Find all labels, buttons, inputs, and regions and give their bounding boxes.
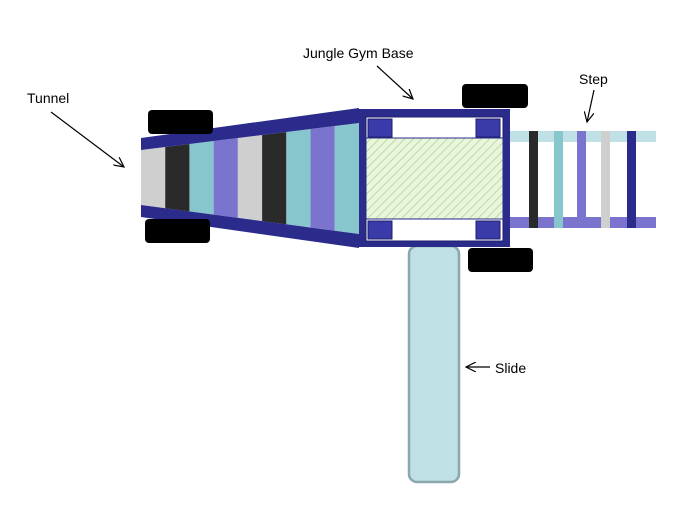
tunnel-stripe [262, 132, 287, 225]
label-step: Step [579, 71, 608, 87]
label-jungle-gym-base: Jungle Gym Base [303, 45, 414, 61]
tunnel-stripe [334, 123, 359, 234]
step-rung [529, 131, 538, 228]
jungle-gym-base [359, 109, 510, 247]
label-tunnel: Tunnel [27, 90, 69, 106]
step-rung [627, 131, 636, 228]
wheel-tunnel-top [148, 110, 213, 134]
tunnel [141, 108, 359, 248]
tunnel-stripe [237, 135, 263, 222]
tunnel-stripe [213, 138, 238, 218]
tunnel-stripe [189, 141, 214, 215]
label-slide: Slide [495, 360, 526, 376]
step-rung [554, 131, 563, 228]
tunnel-stripes [141, 123, 359, 234]
arrow-tunnel [50, 111, 124, 167]
base-post-bottom-right [475, 220, 501, 240]
tunnel-stripe [310, 126, 335, 231]
base-post-bottom-left [367, 220, 393, 240]
tunnel-stripe [286, 129, 311, 228]
arrow-jungle-gym-base [376, 65, 413, 99]
tunnel-stripe [141, 147, 166, 209]
tunnel-bottom-edge [141, 205, 359, 248]
arrow-step [587, 89, 595, 122]
step-rungs [529, 131, 636, 228]
slide [407, 244, 461, 484]
step-rung [601, 131, 610, 228]
wheel-base-top [462, 84, 528, 108]
base-post-top-right [475, 118, 501, 138]
wheel-base-bottom [468, 248, 533, 272]
step-rung [577, 131, 586, 228]
wheel-tunnel-bottom [145, 219, 210, 243]
tunnel-stripe [165, 144, 190, 212]
tunnel-top-edge [141, 108, 359, 150]
base-post-top-left [367, 118, 393, 138]
base-platform-hatched [365, 137, 504, 220]
